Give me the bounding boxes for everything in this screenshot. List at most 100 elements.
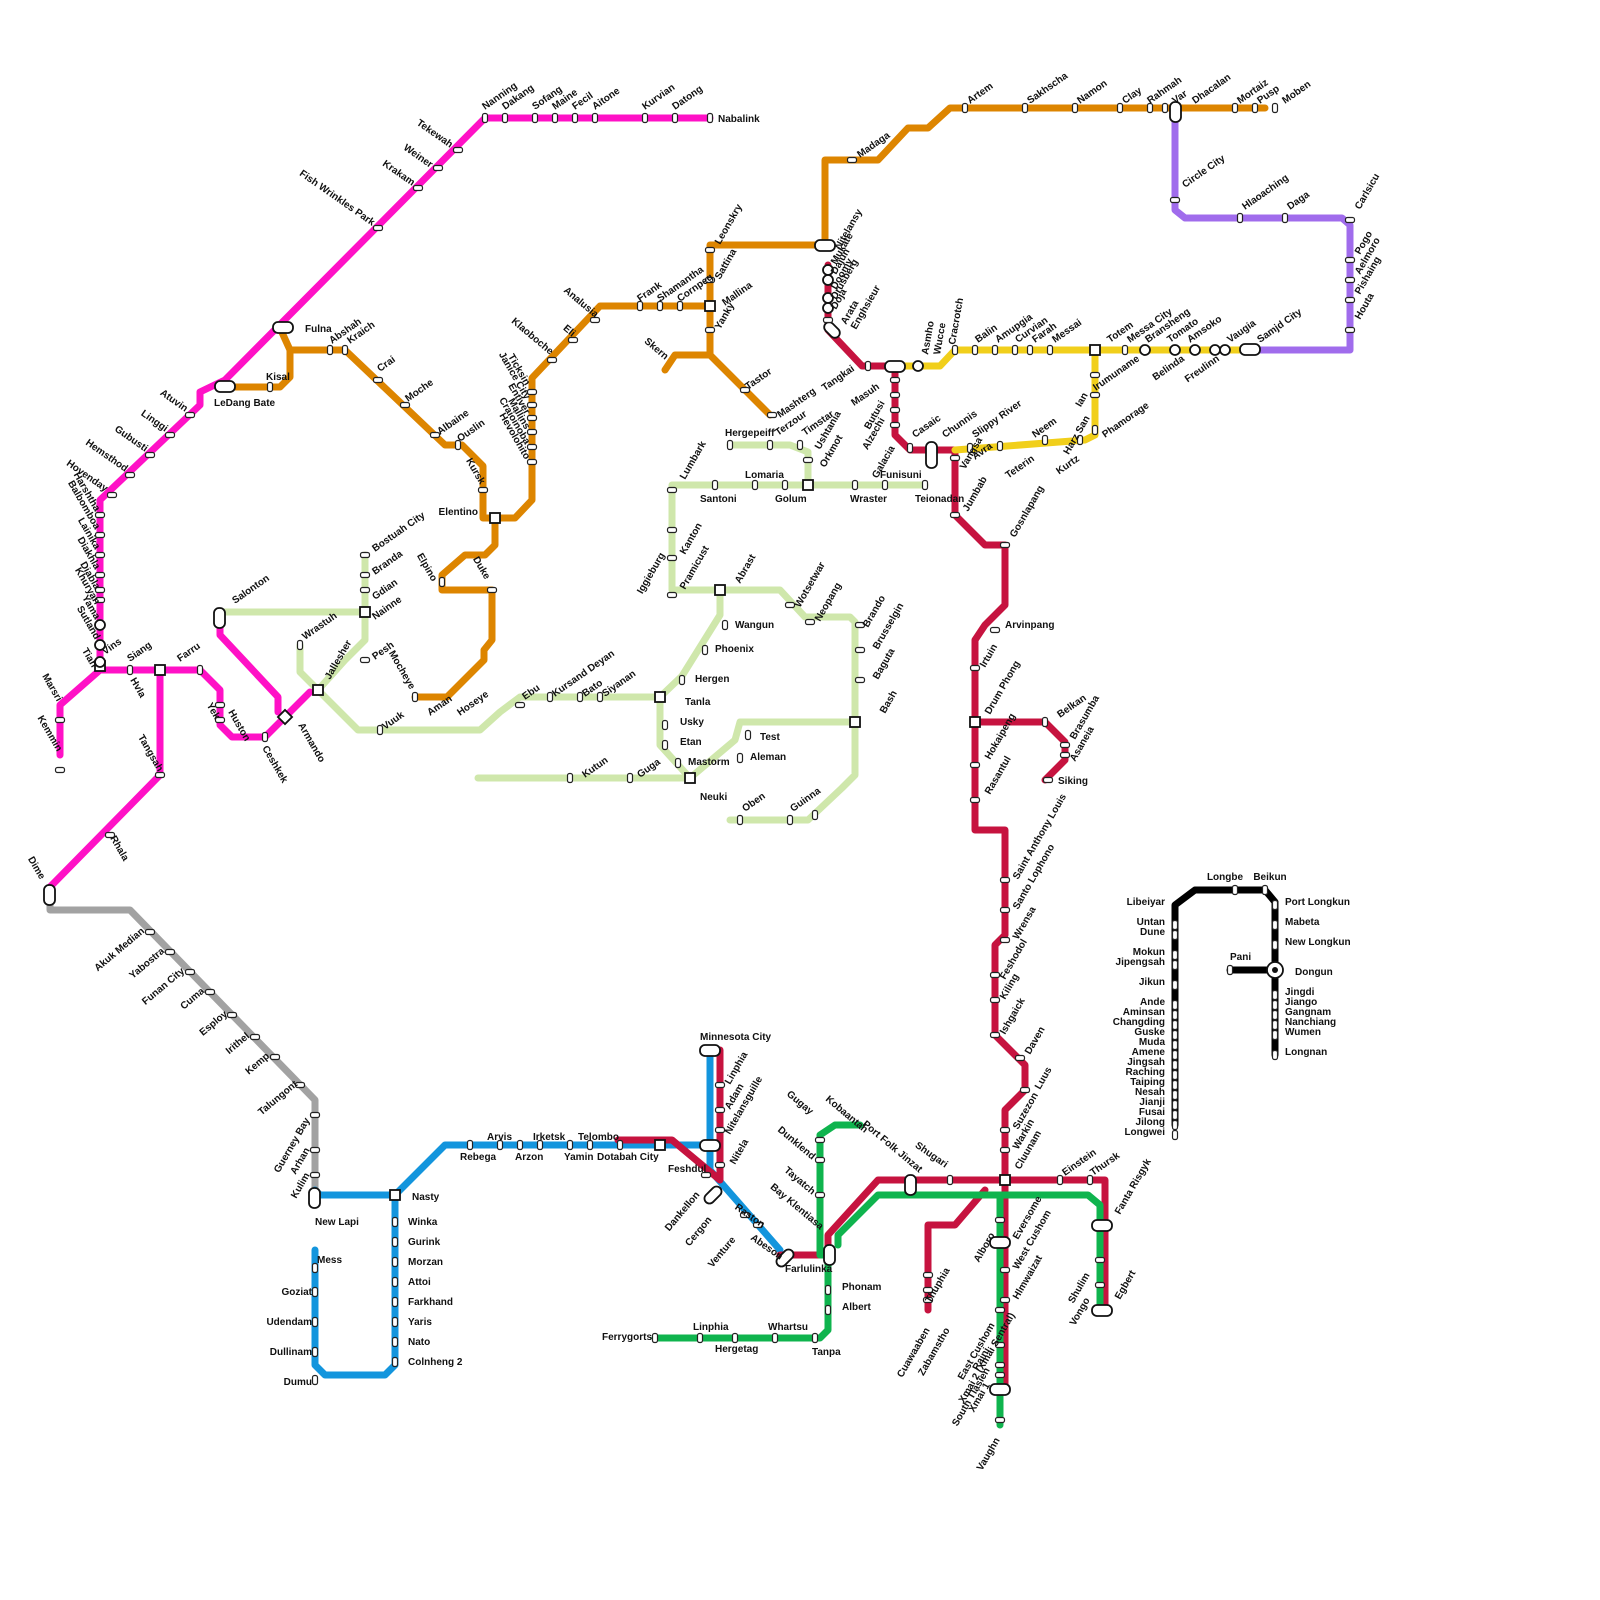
station-tick[interactable] bbox=[1281, 212, 1289, 224]
interchange-marker[interactable] bbox=[1091, 1304, 1113, 1317]
station-label-black[interactable]: Longnan bbox=[1285, 1047, 1327, 1058]
station-tick[interactable] bbox=[994, 1341, 1006, 1349]
station-label-blue[interactable]: New Lapi bbox=[315, 1217, 359, 1228]
station-tick[interactable] bbox=[1171, 1059, 1179, 1071]
station-tick[interactable] bbox=[481, 112, 489, 124]
station-label-green[interactable]: Phonam bbox=[842, 1282, 882, 1293]
station-tick[interactable] bbox=[54, 766, 66, 774]
station-tick[interactable] bbox=[1271, 939, 1279, 951]
station-label-magenta[interactable]: Hemsthod bbox=[83, 437, 129, 474]
station-tick[interactable] bbox=[999, 906, 1011, 914]
station-label-blue[interactable]: Udendam bbox=[266, 1317, 312, 1328]
station-tick[interactable] bbox=[1271, 919, 1279, 931]
interchange-marker[interactable] bbox=[94, 639, 106, 651]
station-label-gray[interactable]: Kemp bbox=[244, 1051, 272, 1077]
station-tick[interactable] bbox=[266, 381, 274, 393]
station-label-crimson[interactable]: Drum Phong bbox=[983, 659, 1023, 716]
station-label-orange[interactable]: Skern bbox=[642, 336, 670, 362]
station-tick[interactable] bbox=[486, 586, 498, 594]
station-label-black[interactable]: Jiango bbox=[1285, 997, 1317, 1008]
station-tick[interactable] bbox=[1344, 216, 1356, 224]
station-tick[interactable] bbox=[438, 576, 446, 588]
station-tick[interactable] bbox=[391, 1316, 399, 1328]
station-tick[interactable] bbox=[526, 458, 538, 466]
station-tick[interactable] bbox=[359, 551, 371, 559]
interchange-marker[interactable] bbox=[925, 441, 938, 469]
station-label-crimson[interactable]: Siking bbox=[1058, 776, 1088, 787]
station-tick[interactable] bbox=[184, 968, 196, 976]
station-tick[interactable] bbox=[144, 928, 156, 936]
station-label-magenta[interactable]: Atuvin bbox=[158, 388, 190, 415]
station-tick[interactable] bbox=[1171, 999, 1179, 1011]
station-label-black[interactable]: Jilong bbox=[1136, 1117, 1165, 1128]
station-label-blue[interactable]: Cergon bbox=[683, 1215, 714, 1249]
station-tick[interactable] bbox=[1121, 344, 1129, 356]
station-label-lightgreen[interactable]: Mastorm bbox=[688, 757, 730, 768]
station-tick[interactable] bbox=[531, 112, 539, 124]
station-label-magenta[interactable]: Armando bbox=[295, 721, 326, 765]
station-tick[interactable] bbox=[989, 971, 1001, 979]
station-tick[interactable] bbox=[922, 1286, 934, 1294]
station-label-orange[interactable]: Madaga bbox=[855, 130, 892, 161]
interchange-marker[interactable] bbox=[94, 656, 106, 668]
station-label-orange[interactable]: Artem bbox=[965, 81, 995, 107]
station-label-lightgreen[interactable]: Phoenix bbox=[715, 644, 754, 655]
station-label-magenta[interactable]: Fish Wrinkles Park bbox=[297, 168, 377, 228]
station-tick[interactable] bbox=[991, 344, 999, 356]
station-tick[interactable] bbox=[1059, 751, 1071, 759]
station-tick[interactable] bbox=[1271, 1049, 1279, 1061]
station-label-orange[interactable]: Crai bbox=[375, 354, 397, 374]
station-tick[interactable] bbox=[536, 1139, 544, 1151]
station-tick[interactable] bbox=[226, 1011, 238, 1019]
station-tick[interactable] bbox=[567, 336, 579, 344]
station-tick[interactable] bbox=[1271, 1029, 1279, 1041]
station-label-magenta[interactable]: Farru bbox=[175, 641, 202, 665]
station-tick[interactable] bbox=[1059, 741, 1071, 749]
station-tick[interactable] bbox=[1171, 1099, 1179, 1111]
station-tick[interactable] bbox=[1171, 959, 1179, 971]
interchange-marker[interactable] bbox=[814, 239, 836, 252]
station-tick[interactable] bbox=[411, 691, 419, 703]
station-label-magenta[interactable]: Aitone bbox=[590, 85, 622, 112]
station-label-blue[interactable]: Dullinam bbox=[270, 1347, 312, 1358]
interchange-marker[interactable] bbox=[884, 360, 906, 373]
station-tick[interactable] bbox=[429, 431, 441, 439]
station-tick[interactable] bbox=[526, 428, 538, 436]
interchange-marker[interactable] bbox=[276, 708, 294, 726]
station-tick[interactable] bbox=[514, 701, 526, 709]
station-tick[interactable] bbox=[566, 772, 574, 784]
station-tick[interactable] bbox=[1146, 102, 1154, 114]
interchange-marker[interactable] bbox=[213, 607, 226, 629]
station-label-lightgreen[interactable]: Bash bbox=[878, 689, 900, 716]
interchange-marker[interactable] bbox=[969, 716, 981, 728]
station-label-magenta[interactable]: Kurvian bbox=[640, 82, 677, 112]
station-tick[interactable] bbox=[54, 716, 66, 724]
station-label-black[interactable]: Fusai bbox=[1139, 1107, 1165, 1118]
station-tick[interactable] bbox=[294, 1081, 306, 1089]
station-label-orange[interactable]: Yanky bbox=[713, 301, 737, 332]
station-tick[interactable] bbox=[656, 300, 664, 312]
station-tick[interactable] bbox=[94, 511, 106, 519]
station-label-magenta[interactable]: Weiner bbox=[401, 142, 435, 170]
station-tick[interactable] bbox=[249, 1033, 261, 1041]
station-tick[interactable] bbox=[814, 1156, 826, 1164]
station-tick[interactable] bbox=[704, 326, 716, 334]
station-label-black[interactable]: Libeiyar bbox=[1127, 897, 1165, 908]
station-tick[interactable] bbox=[969, 664, 981, 672]
station-label-purple[interactable]: Hlaoaching bbox=[1240, 173, 1290, 213]
station-label-gray[interactable]: Yabostra bbox=[127, 946, 167, 982]
station-tick[interactable] bbox=[752, 1221, 764, 1229]
station-tick[interactable] bbox=[526, 401, 538, 409]
station-tick[interactable] bbox=[1021, 102, 1029, 114]
interchange-marker[interactable] bbox=[1189, 344, 1201, 356]
station-tick[interactable] bbox=[1271, 102, 1279, 114]
station-tick[interactable] bbox=[391, 1216, 399, 1228]
station-label-purple[interactable]: Houta bbox=[1353, 291, 1377, 321]
station-tick[interactable] bbox=[854, 676, 866, 684]
station-tick[interactable] bbox=[1271, 999, 1279, 1011]
station-tick[interactable] bbox=[922, 1296, 934, 1304]
interchange-marker[interactable] bbox=[704, 300, 716, 312]
station-label-lightgreen[interactable]: Salonton bbox=[230, 573, 271, 607]
station-tick[interactable] bbox=[616, 1139, 624, 1151]
station-tick[interactable] bbox=[921, 479, 929, 491]
